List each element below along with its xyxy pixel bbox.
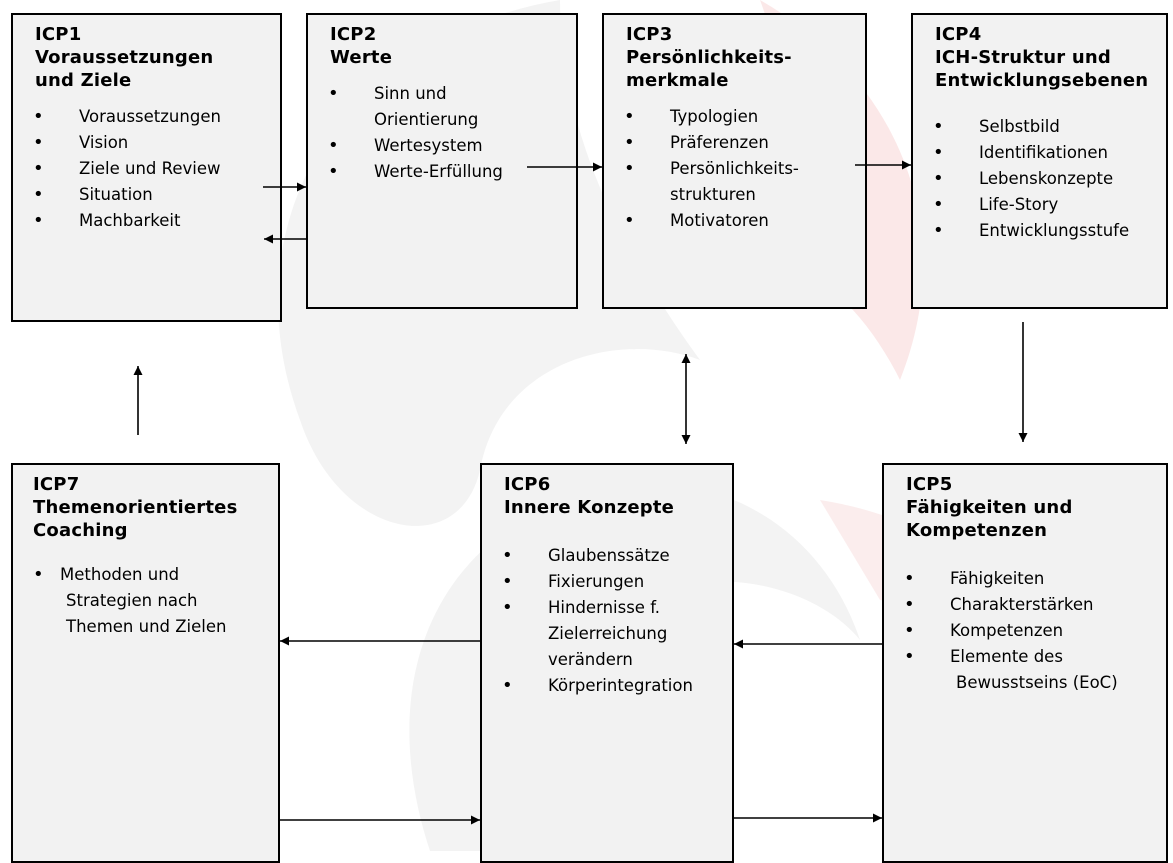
icp1-title: ICP1 Voraussetzungen und Ziele xyxy=(13,23,280,92)
icp6-title-line: Innere Konzepte xyxy=(504,497,675,518)
icp5-title-line: Kompetenzen xyxy=(906,520,1048,541)
icp5-box: ICP5 Fähigkeiten und Kompetenzen Fähigke… xyxy=(882,463,1168,863)
icp4-title-line: ICH-Struktur und xyxy=(935,47,1111,68)
icp2-code: ICP2 xyxy=(330,24,377,45)
list-item: Selbstbild xyxy=(913,114,1166,140)
icp3-box: ICP3 Persönlichkeits- merkmale Typologie… xyxy=(602,13,867,309)
list-item: Lebenskonzepte xyxy=(913,166,1166,192)
icp7-title: ICP7 Themenorientiertes Coaching xyxy=(13,473,278,542)
icp5-title-line: Fähigkeiten und xyxy=(906,497,1073,518)
icp4-code: ICP4 xyxy=(935,24,982,45)
list-item: Machbarkeit xyxy=(13,208,280,234)
icp6-code: ICP6 xyxy=(504,474,551,495)
icp1-title-line: und Ziele xyxy=(35,70,132,91)
icp6-title: ICP6 Innere Konzepte xyxy=(482,473,732,519)
icp3-list: Typologien Präferenzen Persönlichkeits-s… xyxy=(604,104,865,234)
list-item: Kompetenzen xyxy=(884,618,1166,644)
list-item: Werte-Erfüllung xyxy=(308,159,576,185)
icp2-title: ICP2 Werte xyxy=(308,23,576,69)
list-item: Entwicklungsstufe xyxy=(913,218,1166,244)
icp2-title-line: Werte xyxy=(330,47,393,68)
list-item: Fixierungen xyxy=(482,569,732,595)
icp5-title: ICP5 Fähigkeiten und Kompetenzen xyxy=(884,473,1166,542)
list-item: Situation xyxy=(13,182,280,208)
icp1-list: Voraussetzungen Vision Ziele und Review … xyxy=(13,104,280,234)
list-item: Glaubenssätze xyxy=(482,543,732,569)
list-item: Identifikationen xyxy=(913,140,1166,166)
icp4-list: Selbstbild Identifikationen Lebenskonzep… xyxy=(913,114,1166,244)
icp5-code: ICP5 xyxy=(906,474,953,495)
icp3-title-line: Persönlichkeits- xyxy=(626,47,792,68)
icp7-box: ICP7 Themenorientiertes Coaching Methode… xyxy=(11,463,280,863)
list-item: Typologien xyxy=(604,104,865,130)
icp7-title-line: Coaching xyxy=(33,520,128,541)
list-item: Präferenzen xyxy=(604,130,865,156)
list-item: Charakterstärken xyxy=(884,592,1166,618)
list-item: Ziele und Review xyxy=(13,156,280,182)
list-item: Life-Story xyxy=(913,192,1166,218)
list-item: Fähigkeiten xyxy=(884,566,1166,592)
icp3-title-line: merkmale xyxy=(626,70,729,91)
icp5-list: Fähigkeiten Charakterstärken Kompetenzen… xyxy=(884,566,1166,696)
icp6-box: ICP6 Innere Konzepte Glaubenssätze Fixie… xyxy=(480,463,734,863)
icp7-title-line: Themenorientiertes xyxy=(33,497,238,518)
icp6-list: Glaubenssätze Fixierungen Hindernisse f.… xyxy=(482,543,732,699)
list-item: Vision xyxy=(13,130,280,156)
list-item: Wertesystem xyxy=(308,133,576,159)
list-item: Voraussetzungen xyxy=(13,104,280,130)
list-item: Körperintegration xyxy=(482,673,732,699)
icp1-title-line: Voraussetzungen xyxy=(35,47,214,68)
list-item: Motivatoren xyxy=(604,208,865,234)
icp1-box: ICP1 Voraussetzungen und Ziele Vorausset… xyxy=(11,13,282,322)
icp4-title: ICP4 ICH-Struktur und Entwicklungsebenen xyxy=(913,23,1166,92)
icp4-title-line: Entwicklungsebenen xyxy=(935,70,1149,91)
icp7-list: Methoden und Strategien nach Themen und … xyxy=(13,562,278,640)
list-item: Methoden und Strategien nach Themen und … xyxy=(13,562,278,640)
icp7-code: ICP7 xyxy=(33,474,80,495)
icp3-title: ICP3 Persönlichkeits- merkmale xyxy=(604,23,865,92)
list-item: Persönlichkeits-strukturen xyxy=(604,156,865,208)
icp4-box: ICP4 ICH-Struktur und Entwicklungsebenen… xyxy=(911,13,1168,309)
icp1-code: ICP1 xyxy=(35,24,82,45)
icp3-code: ICP3 xyxy=(626,24,673,45)
